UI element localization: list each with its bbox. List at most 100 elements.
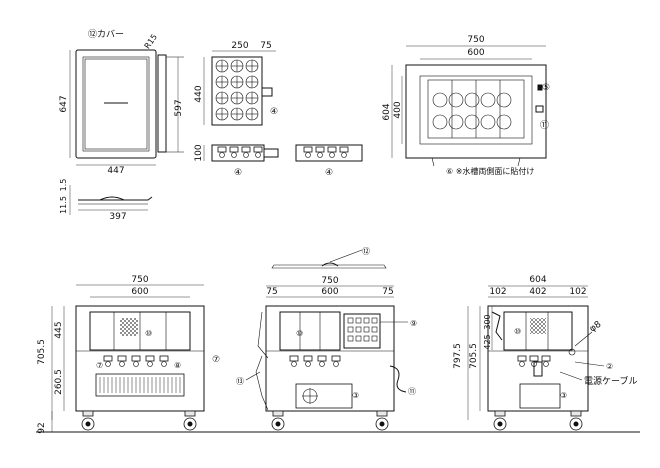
front-view: 750 600 ⑩ ⑦ ⑧ ⑦ 705.5 445 260.5 92	[37, 275, 220, 434]
nozzle-tip	[291, 361, 297, 367]
nozzle-tip	[255, 152, 261, 158]
marker-13: ⑬	[236, 377, 244, 386]
caster-mount	[494, 410, 506, 417]
nozzle	[303, 146, 313, 153]
marker-10-back: ⑩	[296, 329, 303, 338]
nozzle-tip	[519, 361, 525, 367]
nozzle	[131, 355, 141, 362]
side-width-102-left: 102	[489, 287, 506, 297]
cover-thickness-1-5: 1.5	[59, 179, 68, 192]
nozzle-tip	[119, 361, 125, 367]
mesh-line	[119, 317, 125, 323]
mesh-line	[129, 327, 139, 337]
nozzle	[517, 355, 527, 362]
caster-mount	[82, 410, 94, 417]
nozzle-tip	[341, 152, 347, 158]
nozzle-tip	[329, 152, 335, 158]
caster-hub	[85, 421, 91, 427]
tank-hole	[432, 92, 448, 108]
rack-width-75: 75	[260, 41, 271, 51]
nozzle-tip	[105, 361, 111, 367]
marker-5: ⑤	[542, 83, 550, 93]
nozzle	[217, 146, 227, 153]
power-cable-label: 電源ケーブル	[584, 375, 637, 387]
nozzle-tip	[133, 361, 139, 367]
mesh-line	[121, 317, 139, 335]
mesh-line	[125, 323, 139, 337]
front-width-750: 750	[131, 275, 148, 285]
rack-front-views: 100 ④ ④	[194, 144, 363, 178]
marker-11-top: ⑪	[540, 120, 549, 131]
mesh-line	[129, 317, 139, 327]
nozzle	[145, 355, 155, 362]
mesh-line	[541, 329, 547, 335]
nozzle-tip	[317, 152, 323, 158]
nozzle-tip	[333, 361, 339, 367]
nozzle	[289, 355, 299, 362]
side-height-300: 300	[483, 314, 492, 329]
back-width-600: 600	[321, 287, 338, 297]
mesh-line	[119, 317, 129, 327]
tank-width-750: 750	[467, 35, 484, 45]
tank-top-view: 750 600 ⑤ ⑪ 604 400 ⑥ ※水槽両側面に貼付け	[382, 35, 550, 176]
cover-thickness-11-5: 11.5	[59, 196, 68, 214]
mesh-line	[529, 317, 547, 335]
back-view: ⑫ 750 75 600 75 ⑩ ⑨ ③ ⑪ ⑬	[236, 247, 417, 431]
cover-width-447: 447	[107, 166, 124, 176]
panel-switch	[347, 326, 354, 333]
nozzle	[331, 355, 341, 362]
marker-4-front-b: ④	[325, 168, 333, 178]
side-width-102-right: 102	[569, 287, 586, 297]
caster-mount	[570, 410, 582, 417]
side-height-705-5: 705.5	[469, 343, 479, 369]
nozzle	[541, 355, 551, 362]
cover-height-647: 647	[59, 95, 69, 112]
mesh-line	[119, 331, 125, 337]
front-width-600: 600	[131, 287, 148, 297]
side-height-425: 425	[483, 334, 492, 349]
caster-hub	[379, 421, 385, 427]
tank-hole	[480, 114, 496, 130]
panel-switch	[355, 335, 362, 342]
mesh-line	[133, 317, 139, 323]
cover-radius-label: R15	[143, 32, 159, 50]
panel-switch	[355, 317, 362, 324]
mesh-line	[537, 317, 547, 327]
panel-switch	[371, 335, 378, 342]
caster-hub	[187, 421, 193, 427]
side-height-797-5: 797.5	[453, 343, 463, 369]
rack-width-250: 250	[231, 41, 248, 51]
caster-mount	[376, 410, 388, 417]
tank-hole	[496, 114, 512, 130]
mesh-line	[121, 319, 139, 337]
front-height-260-5: 260.5	[54, 369, 64, 395]
nozzle-tip	[219, 152, 225, 158]
nozzle-tip	[319, 361, 325, 367]
nozzle-tip	[305, 361, 311, 367]
tank-hole	[432, 114, 448, 130]
tank-hole	[464, 92, 480, 108]
caster-hub	[275, 421, 281, 427]
tank-hole	[496, 92, 512, 108]
nozzle-tip	[147, 361, 153, 367]
nozzle-tip	[305, 152, 311, 158]
cover-label: ⑫カバー	[88, 29, 124, 40]
rack-top-view: 250 75 ④ 440	[194, 41, 278, 126]
front-height-92: 92	[37, 422, 47, 433]
tank-depth-604: 604	[382, 103, 392, 120]
marker-10-front: ⑩	[145, 329, 152, 338]
cover-side-view: 1.5 11.5 397	[59, 179, 153, 222]
marker-9: ⑨	[410, 319, 417, 328]
tank-width-600: 600	[467, 48, 484, 58]
tank-hole	[464, 114, 480, 130]
nozzle	[241, 146, 251, 153]
panel-switch	[363, 326, 370, 333]
mesh-line	[119, 317, 133, 331]
side-phi8: φ8	[588, 319, 604, 334]
mesh-line	[119, 323, 133, 337]
nozzle	[317, 355, 327, 362]
back-width-75-right: 75	[382, 287, 393, 297]
caster-hub	[573, 421, 579, 427]
marker-7-front: ⑦	[96, 361, 103, 370]
